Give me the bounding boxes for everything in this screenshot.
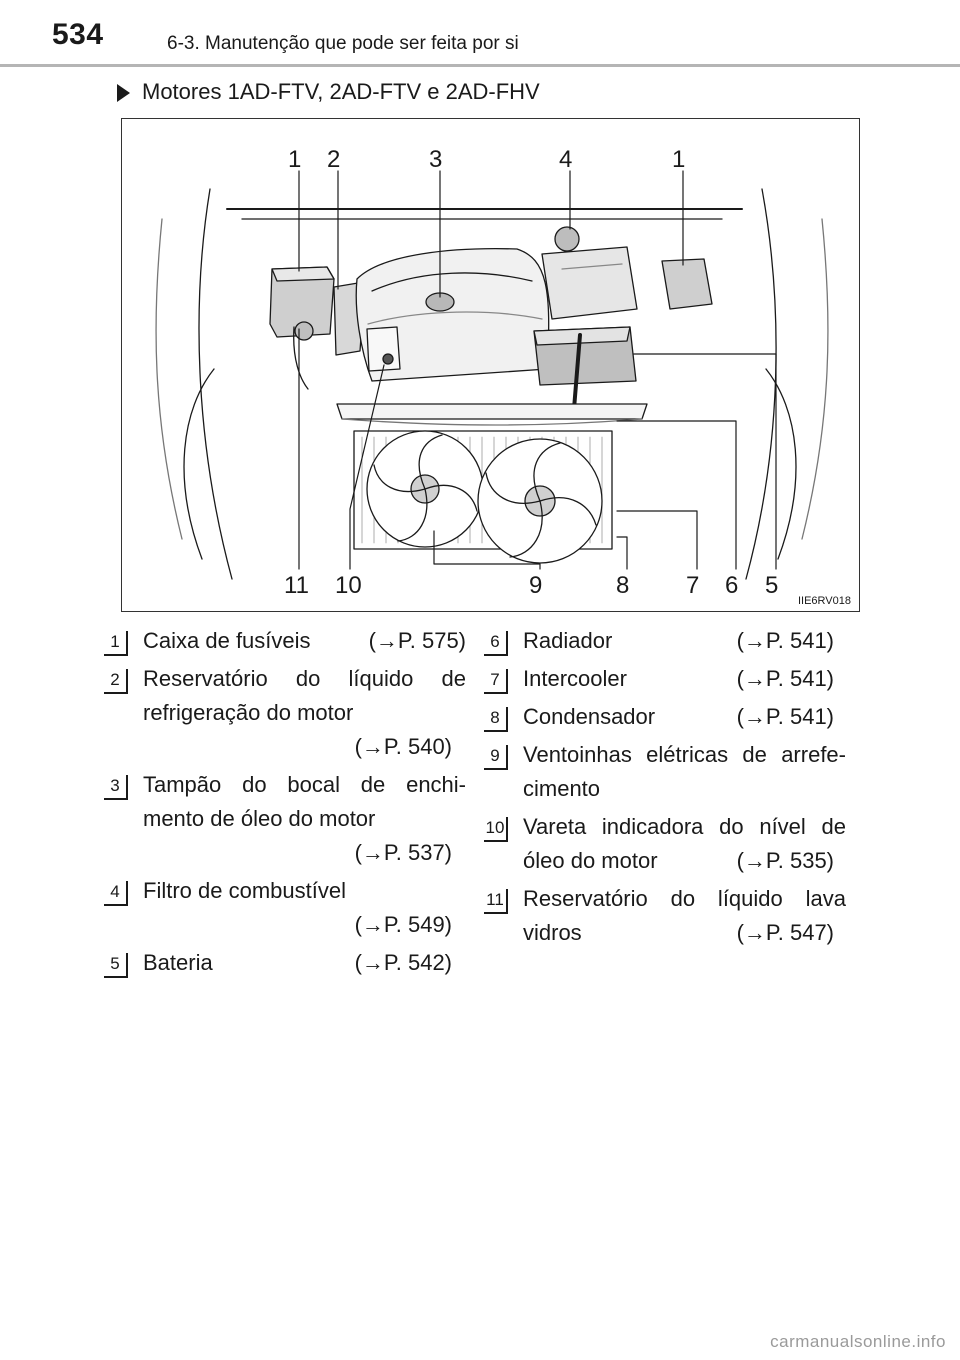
legend-item: 4 Filtro de combustível (→P. 549) xyxy=(104,874,466,942)
legend-left: 1 Caixa de fusíveis (→P. 575) 2 Reservató… xyxy=(104,624,466,984)
legend-text: cimento xyxy=(523,776,601,801)
page-reference: (→P. 540) xyxy=(354,734,452,759)
engine-bay-figure: 1 2 3 4 1 11 10 9 8 7 6 5 IIE6RV018 xyxy=(121,118,860,612)
legend-number: 11 xyxy=(484,889,508,914)
legend-item: 2 Reservatório do líquido de refrigeraçã… xyxy=(104,662,466,764)
callout-10: 10 xyxy=(335,572,362,599)
legend-text: Tampão do bocal de enchi- xyxy=(143,772,466,797)
legend-item: 6 Radiador (→P. 541) xyxy=(484,624,846,658)
legend-number: 4 xyxy=(104,881,128,906)
watermark: carmanualsonline.info xyxy=(770,1332,946,1351)
legend-text: mento de óleo do motor xyxy=(143,806,376,831)
legend-number: 2 xyxy=(104,669,128,694)
engine-bay-illustration: 1 2 3 4 1 11 10 9 8 7 6 5 xyxy=(155,146,829,599)
legend-number: 9 xyxy=(484,745,508,770)
legend-number: 6 xyxy=(484,631,508,656)
page-number: 534 xyxy=(52,18,104,51)
legend-text: Caixa de fusíveis xyxy=(143,628,311,653)
legend-item: 7 Intercooler (→P. 541) xyxy=(484,662,846,696)
legend-text: Reservatório do líquido de xyxy=(143,666,466,691)
legend-text: vidros xyxy=(523,920,582,945)
page-reference: (→P. 575) xyxy=(368,628,466,653)
callout-2: 2 xyxy=(327,146,340,173)
callout-7: 7 xyxy=(686,572,699,599)
legend-item: 11 Reservatório do líquido lava vidros (→… xyxy=(484,882,846,950)
legend-text: Ventoinhas elétricas de arrefe- xyxy=(523,742,846,767)
callout-3: 3 xyxy=(429,146,442,173)
legend-number: 5 xyxy=(104,953,128,978)
legend-right: 6 Radiador (→P. 541) 7 Intercooler (→P. 54… xyxy=(484,624,846,954)
page-reference: (→P. 535) xyxy=(736,848,834,873)
legend-text: Bateria xyxy=(143,950,213,975)
legend-item: 1 Caixa de fusíveis (→P. 575) xyxy=(104,624,466,658)
callout-6: 6 xyxy=(725,572,738,599)
page-reference: (→P. 541) xyxy=(736,704,834,729)
header-divider xyxy=(0,64,960,67)
legend-text: óleo do motor xyxy=(523,848,658,873)
legend-text: Radiador xyxy=(523,628,613,653)
page-reference: (→P. 537) xyxy=(354,840,452,865)
section-title: Motores 1AD-FTV, 2AD-FTV e 2AD-FHV xyxy=(142,79,540,104)
legend-text: Intercooler xyxy=(523,666,627,691)
callout-8: 8 xyxy=(616,572,629,599)
legend-number: 7 xyxy=(484,669,508,694)
legend-text: Condensador xyxy=(523,704,656,729)
callout-4: 4 xyxy=(559,146,572,173)
legend-number: 10 xyxy=(484,817,508,842)
page-reference: (→P. 547) xyxy=(736,920,834,945)
page-reference: (→P. 541) xyxy=(736,666,834,691)
legend-item: 5 Bateria (→P. 542) xyxy=(104,946,466,980)
callout-1: 1 xyxy=(288,146,301,173)
triangle-right-icon xyxy=(117,84,130,102)
callout-5: 5 xyxy=(765,572,778,599)
legend-text: Reservatório do líquido lava xyxy=(523,886,846,911)
legend-item: 10 Vareta indicadora do nível de óleo do… xyxy=(484,810,846,878)
legend-number: 1 xyxy=(104,631,128,656)
callout-11: 11 xyxy=(284,572,309,599)
callout-9: 9 xyxy=(529,572,542,599)
legend-number: 8 xyxy=(484,707,508,732)
figure-code: IIE6RV018 xyxy=(797,595,851,607)
page-reference: (→P. 541) xyxy=(736,628,834,653)
legend-text: Filtro de combustível xyxy=(143,878,346,903)
legend-number: 3 xyxy=(104,775,128,800)
legend-item: 8 Condensador (→P. 541) xyxy=(484,700,846,734)
page-reference: (→P. 542) xyxy=(354,950,452,975)
callout-1b: 1 xyxy=(672,146,685,173)
legend-text: refrigeração do motor xyxy=(143,700,354,725)
page-reference: (→P. 549) xyxy=(354,912,452,937)
legend-item: 9 Ventoinhas elétricas de arrefe- ciment… xyxy=(484,738,846,806)
section-header: 6-3. Manutenção que pode ser feita por s… xyxy=(167,33,519,54)
legend-item: 3 Tampão do bocal de enchi- mento de óle… xyxy=(104,768,466,870)
legend-text: Vareta indicadora do nível de xyxy=(523,814,846,839)
